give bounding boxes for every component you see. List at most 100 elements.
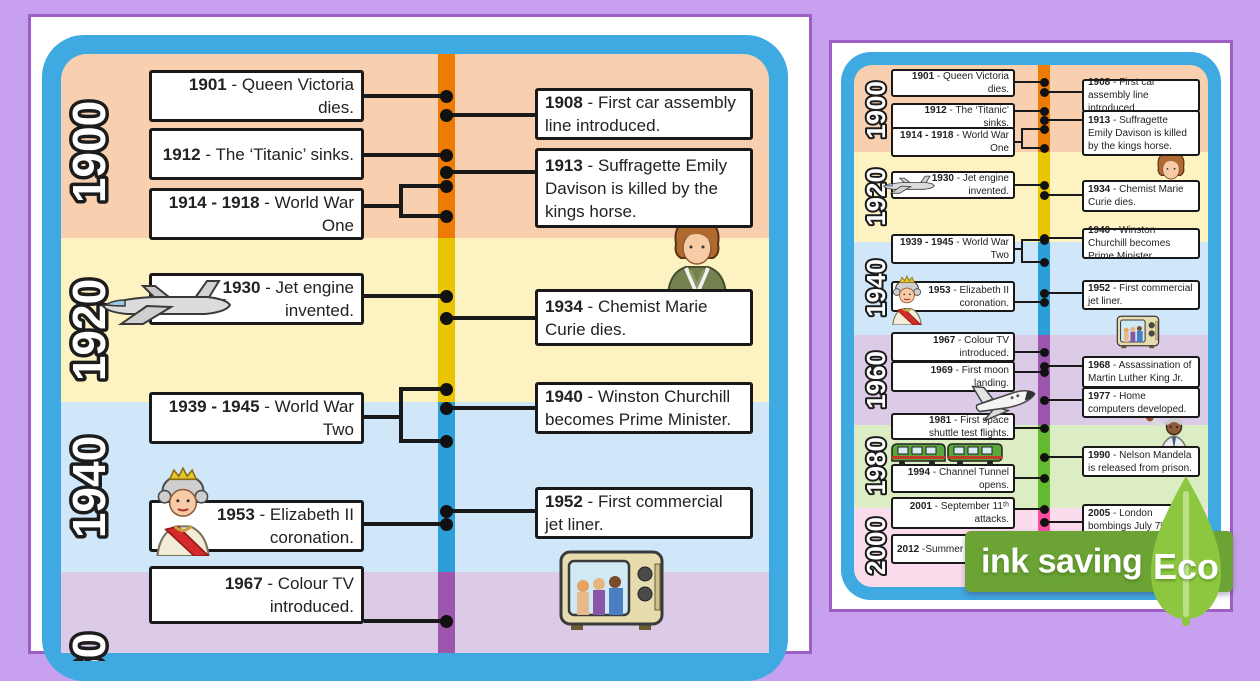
connector-line bbox=[1022, 146, 1044, 150]
event-year: 1981 bbox=[928, 414, 952, 426]
timeline-dot bbox=[1039, 77, 1049, 87]
connector-line bbox=[1015, 350, 1044, 354]
event-year: 1952 bbox=[1088, 283, 1111, 294]
queen-elizabeth-portrait-illustration bbox=[888, 275, 926, 326]
connector-line bbox=[364, 619, 446, 623]
event-separator: - bbox=[1110, 283, 1120, 294]
event-separator: - bbox=[953, 173, 963, 184]
event-year: 1934 bbox=[1088, 184, 1111, 195]
retro-tv-illustration bbox=[1114, 313, 1166, 349]
event-text: 1939 - 1945 - World War Two bbox=[897, 236, 1009, 262]
event-description: September 11ᵗʰ attacks. bbox=[940, 501, 1009, 525]
event-text: 1940 - Winston Churchill becomes Prime M… bbox=[1088, 224, 1194, 263]
event-text: 1994 - Channel Tunnel opens. bbox=[897, 466, 1009, 492]
event-box: 1939 - 1945 - World War Two bbox=[149, 392, 364, 444]
event-description: Channel Tunnel opens. bbox=[938, 466, 1009, 491]
event-description: Colour TV introduced. bbox=[959, 335, 1009, 359]
connector-line bbox=[1022, 127, 1044, 131]
timeline-dot bbox=[1039, 233, 1049, 243]
event-box: 1968 - Assassination of Martin Luther Ki… bbox=[1082, 356, 1200, 388]
event-separator: - bbox=[1110, 390, 1120, 402]
timeline-dot bbox=[1039, 190, 1049, 200]
event-text: 1912 - The ‘Titanic’ sinks. bbox=[159, 143, 354, 166]
event-separator: - bbox=[260, 278, 276, 297]
timeline-dot bbox=[439, 434, 453, 448]
connector-line bbox=[446, 316, 535, 320]
event-year: 2001 bbox=[909, 501, 932, 512]
event-year: 1930 bbox=[931, 173, 954, 184]
event-description: First commercial jet liner. bbox=[1088, 283, 1193, 307]
jet-plane-illustration bbox=[882, 171, 936, 198]
event-text: 1990 - Nelson Mandela is released from p… bbox=[1088, 449, 1194, 475]
event-box: 1940 - Winston Churchill becomes Prime M… bbox=[535, 382, 753, 434]
event-text: 1940 - Winston Churchill becomes Prime M… bbox=[545, 385, 743, 431]
event-box: 1981 - First space shuttle test flights. bbox=[891, 413, 1015, 440]
event-description: First car assembly line introduced. bbox=[545, 93, 736, 135]
event-year: 1940 bbox=[545, 387, 583, 406]
event-year: 1952 bbox=[545, 492, 583, 511]
timeline-dot bbox=[439, 165, 453, 179]
event-year: 1990 bbox=[1088, 449, 1111, 461]
event-year: 1940 bbox=[1088, 225, 1111, 236]
event-box: 1967 - Colour TV introduced. bbox=[891, 332, 1015, 362]
event-box: 1908 - First car assembly line introduce… bbox=[1082, 77, 1200, 114]
event-year: 1968 bbox=[1088, 360, 1111, 371]
event-year: 1930 bbox=[222, 278, 261, 297]
event-text: 1908 - First car assembly line introduce… bbox=[545, 91, 743, 137]
timeline-dot bbox=[439, 401, 453, 415]
event-separator: - bbox=[1110, 360, 1119, 371]
event-description: Queen Victoria dies. bbox=[943, 71, 1009, 95]
event-year: 1908 bbox=[1088, 77, 1111, 88]
timeline-poster-page: { "colors": { "background": "#c7a1ef", "… bbox=[28, 14, 1233, 681]
connector-bracket bbox=[1020, 127, 1024, 150]
timeline-dot bbox=[1039, 361, 1049, 371]
retro-tv-illustration bbox=[559, 544, 674, 632]
event-box: 1939 - 1945 - World War Two bbox=[891, 234, 1015, 264]
event-year: 1967 bbox=[933, 335, 956, 346]
connector-line bbox=[1044, 90, 1082, 94]
event-description: First commercial jet liner. bbox=[545, 492, 723, 534]
event-year: 1912 bbox=[924, 105, 947, 116]
event-text: 1934 - Chemist Marie Curie dies. bbox=[1088, 183, 1194, 209]
event-text: 1934 - Chemist Marie Curie dies. bbox=[545, 295, 743, 341]
connector-bracket bbox=[1020, 238, 1024, 264]
connector-line bbox=[1015, 183, 1044, 187]
event-description: Queen Victoria dies. bbox=[241, 75, 354, 117]
event-text: 1930 - Jet engine invented. bbox=[159, 276, 354, 322]
timeline-dot bbox=[439, 289, 453, 303]
event-separator: - bbox=[932, 501, 941, 512]
event-text: 1912 - The ‘Titanic’ sinks. bbox=[897, 104, 1009, 130]
event-description: World War Two bbox=[274, 397, 354, 439]
event-year: 1994 bbox=[907, 466, 931, 478]
connector-line bbox=[1044, 291, 1082, 295]
marie-curie-portrait-illustration bbox=[662, 214, 732, 300]
connector-line bbox=[401, 387, 446, 391]
connector-line bbox=[364, 204, 401, 208]
event-box: 1914 - 1918 - World War One bbox=[891, 127, 1015, 157]
eco-badge-label: Eco bbox=[1152, 546, 1220, 587]
event-text: 1952 - First commercial jet liner. bbox=[1088, 282, 1194, 308]
timeline-dot bbox=[1039, 115, 1049, 125]
event-text: 1977 - Home computers developed. bbox=[1088, 390, 1194, 416]
event-text: 1953 - Elizabeth II coronation. bbox=[159, 503, 354, 549]
event-box: 1969 - First moon landing. bbox=[891, 361, 1015, 392]
event-text: 1914 - 1918 - World War One bbox=[897, 129, 1009, 155]
timeline-dot bbox=[439, 504, 453, 518]
event-text: 1967 - Colour TV introduced. bbox=[159, 572, 354, 618]
event-year: 1913 bbox=[1088, 114, 1111, 126]
event-separator: - bbox=[1110, 77, 1120, 88]
event-year: 1901 bbox=[188, 75, 227, 94]
event-year: 1901 bbox=[911, 71, 935, 82]
event-separator: - bbox=[1110, 114, 1120, 126]
event-description: London bombings July 7ᵗʰ. bbox=[1088, 507, 1170, 532]
event-separator: - bbox=[934, 71, 944, 82]
timeline-dot bbox=[1039, 473, 1049, 483]
timeline-dot bbox=[1039, 124, 1049, 134]
event-separator: - bbox=[1110, 225, 1120, 236]
event-box: 1977 - Home computers developed. bbox=[1082, 387, 1200, 418]
event-description: Chemist Marie Curie dies. bbox=[1088, 184, 1184, 208]
event-separator: - bbox=[946, 105, 956, 116]
eco-leaf-icon bbox=[1151, 476, 1221, 626]
event-box: 2001 - September 11ᵗʰ attacks. bbox=[891, 497, 1015, 529]
connector-line bbox=[446, 406, 535, 410]
